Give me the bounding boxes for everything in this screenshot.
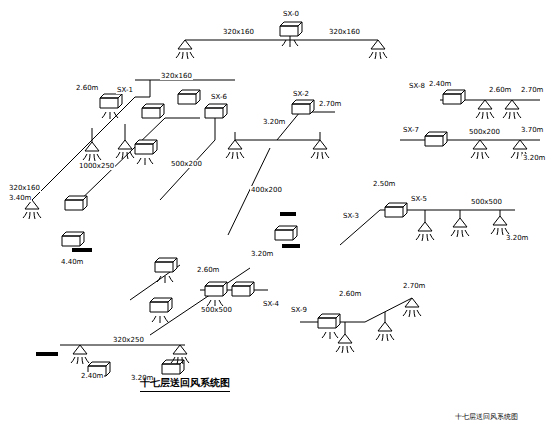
duct-label: 2.40m (428, 80, 452, 88)
duct-label: 3.70m (520, 126, 544, 134)
duct-label: SX-8 (408, 82, 426, 90)
duct-label: 2.70m (520, 86, 544, 94)
duct-label: 500x500 (200, 306, 233, 314)
duct-label: 3.40m (8, 194, 32, 202)
duct-label: 1000x250 (78, 162, 115, 170)
duct-label: 400x200 (250, 186, 283, 194)
duct-label: SX-7 (402, 126, 420, 134)
duct-label: 500x500 (470, 198, 503, 206)
duct-label: 2.60m (75, 84, 99, 92)
duct-label: 3.20m (505, 234, 529, 242)
duct-label: 500x200 (170, 160, 203, 168)
duct-label: SX-9 (290, 306, 308, 314)
duct-label: 2.50m (372, 180, 396, 188)
duct-label: SX-2 (292, 90, 310, 98)
duct-label: 2.60m (338, 290, 362, 298)
duct-label: 2.40m (80, 372, 104, 380)
duct-label: SX-3 (342, 212, 360, 220)
duct-label: 3.20m (250, 250, 274, 258)
duct-label: 2.60m (196, 266, 220, 274)
duct-label: 320x160 (8, 184, 41, 192)
duct-label: 320x160 (222, 28, 255, 36)
duct-label: 2.70m (318, 100, 342, 108)
drawing-title: 十七层送回风系统图 (140, 376, 230, 392)
duct-label: 2.60m (488, 86, 512, 94)
duct-label: 2.70m (402, 282, 426, 290)
duct-label: 320x250 (112, 336, 145, 344)
duct-label: 3.20m (262, 118, 286, 126)
duct-label: 500x200 (468, 128, 501, 136)
duct-label: 4.40m (60, 258, 84, 266)
duct-label: 320x160 (160, 72, 193, 80)
drawing-caption: 十七层送回风系统图 (455, 412, 518, 422)
duct-label: SX-6 (210, 93, 228, 101)
duct-label: SX-4 (262, 300, 280, 308)
duct-label: SX-0 (282, 10, 300, 18)
duct-label: SX-5 (410, 195, 428, 203)
duct-label: 3.20m (522, 154, 546, 162)
duct-label: 320x160 (328, 28, 361, 36)
duct-label: SX-1 (116, 86, 134, 94)
